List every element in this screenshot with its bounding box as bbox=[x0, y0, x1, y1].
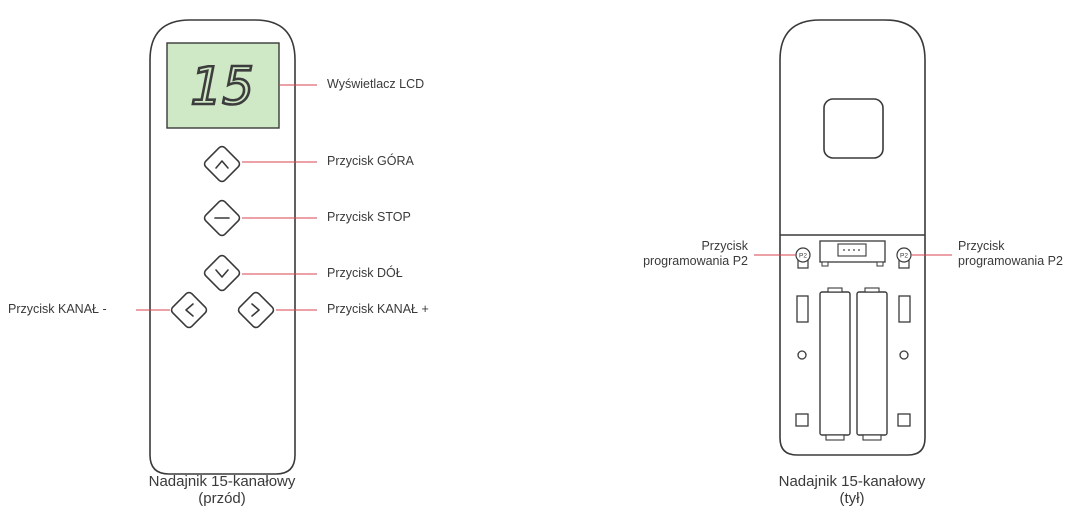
right-screw-hole bbox=[899, 350, 909, 360]
front-caption: Nadajnik 15-kanałowy (przód) bbox=[112, 473, 332, 507]
label-p2-left-line1: Przycisk bbox=[701, 239, 748, 253]
front-leader-lines bbox=[136, 84, 317, 311]
back-remote: P2 P2 bbox=[754, 19, 952, 456]
back-caption-line1: Nadajnik 15-kanałowy bbox=[778, 473, 926, 490]
lcd-display: 15 bbox=[166, 42, 280, 129]
front-caption-line1: Nadajnik 15-kanałowy bbox=[148, 473, 296, 490]
chevron-right-icon bbox=[251, 303, 260, 317]
chevron-up-icon bbox=[215, 160, 229, 169]
channel-minus-button[interactable] bbox=[170, 291, 208, 329]
label-lcd: Wyświetlacz LCD bbox=[327, 77, 425, 91]
label-p2-left: Przycisk programowania P2 bbox=[594, 239, 748, 269]
connector bbox=[819, 240, 886, 267]
chevron-down-icon bbox=[215, 269, 229, 278]
left-screw-hole bbox=[797, 350, 807, 360]
channel-plus-button[interactable] bbox=[237, 291, 275, 329]
front-remote-body bbox=[149, 19, 296, 475]
label-p2-right-line2: programowania P2 bbox=[958, 254, 1063, 268]
chevron-left-icon bbox=[185, 303, 194, 317]
label-up-button: Przycisk GÓRA bbox=[327, 154, 414, 168]
back-caption-line2: (tył) bbox=[839, 490, 865, 507]
lcd-digits: 15 bbox=[190, 57, 257, 117]
stop-button[interactable] bbox=[203, 199, 241, 237]
left-slot bbox=[796, 295, 809, 323]
p2-button-left[interactable]: P2 bbox=[795, 247, 811, 269]
down-button[interactable] bbox=[203, 254, 241, 292]
label-channel-plus-button: Przycisk KANAŁ + bbox=[327, 302, 429, 316]
label-p2-left-line2: programowania P2 bbox=[643, 254, 748, 268]
label-stop-button: Przycisk STOP bbox=[327, 210, 411, 224]
back-square-button[interactable] bbox=[823, 98, 884, 159]
battery-left bbox=[819, 291, 851, 436]
front-remote: 15 bbox=[136, 19, 317, 475]
p2-badge-left: P2 bbox=[799, 253, 807, 260]
p2-badge-right: P2 bbox=[900, 253, 908, 260]
label-channel-minus-button: Przycisk KANAŁ - bbox=[8, 302, 107, 316]
battery-right bbox=[856, 291, 888, 436]
front-caption-line2: (przód) bbox=[198, 490, 246, 507]
battery-compartment bbox=[819, 287, 888, 441]
back-remote-body bbox=[779, 19, 926, 456]
label-p2-right: Przycisk programowania P2 bbox=[958, 239, 1063, 269]
back-caption: Nadajnik 15-kanałowy (tył) bbox=[742, 473, 962, 507]
label-p2-right-line1: Przycisk bbox=[958, 239, 1005, 253]
up-button[interactable] bbox=[203, 145, 241, 183]
right-foot bbox=[897, 413, 911, 427]
label-down-button: Przycisk DÓŁ bbox=[327, 266, 403, 280]
right-slot bbox=[898, 295, 911, 323]
left-foot bbox=[795, 413, 809, 427]
